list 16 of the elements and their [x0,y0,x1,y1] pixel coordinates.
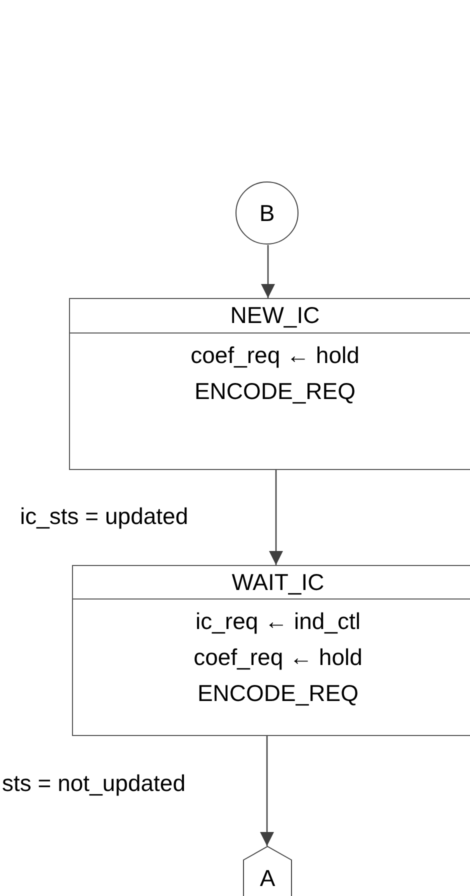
offpage-connector [243,846,292,894]
state-action: ENCODE_REQ [193,377,357,406]
state-action: coef_req ← hold [190,341,360,370]
state-action: coef_req ← hold [192,643,364,672]
state-name: NEW_IC [229,301,321,330]
connector-letter: A [258,864,276,893]
state-action: ENCODE_REQ [196,679,360,708]
arrow [260,736,274,846]
state-box [69,298,470,470]
state-name: WAIT_IC [230,568,326,597]
connector-circle [235,181,299,245]
connector-letter: B [258,199,276,228]
arrow [269,470,283,565]
state-action: ic_req ← ind_ctl [194,607,362,636]
arrow [261,245,275,298]
state-box [72,565,470,736]
